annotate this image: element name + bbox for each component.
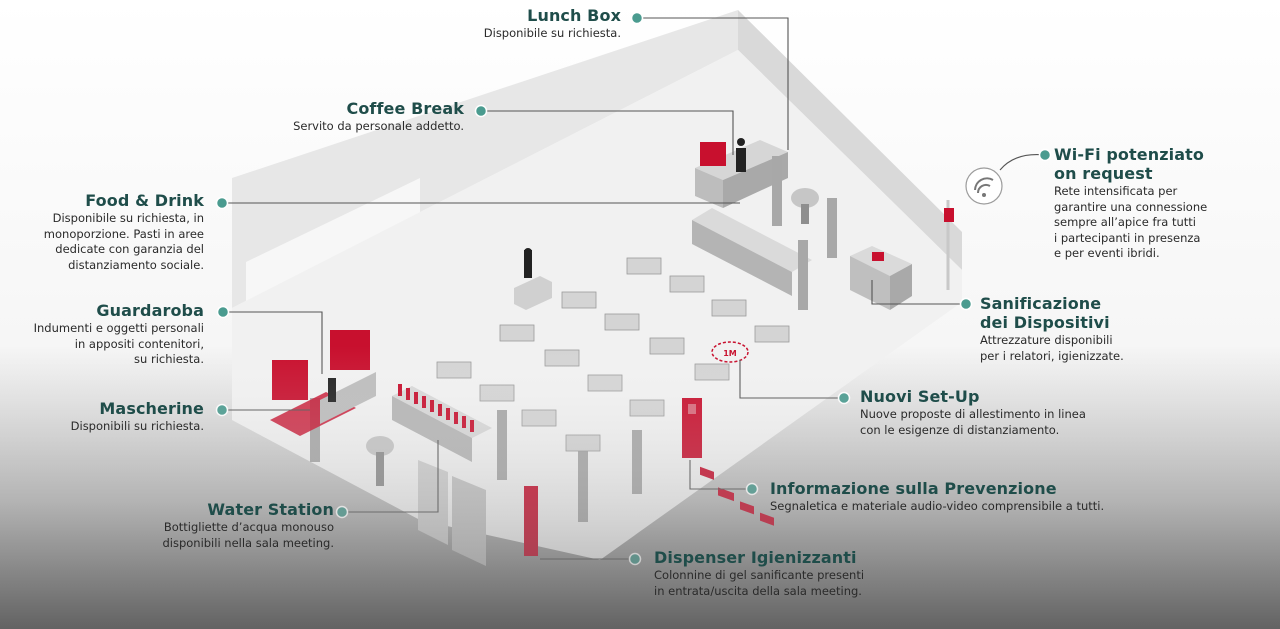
callout-title: Wi-Fi potenziato on request [1054, 145, 1204, 183]
callout-mascherine: Mascherine Disponibili su richiesta. [71, 399, 204, 435]
callout-wifi: Wi-Fi potenziato on request Rete intensi… [1054, 145, 1207, 262]
callout-title: Coffee Break [346, 99, 464, 118]
callout-description: Colonnine di gel sanificante presenti in… [654, 568, 865, 598]
callout-nuovi-setup: Nuovi Set-Up Nuove proposte di allestime… [860, 387, 1086, 438]
callout-coffee-break: Coffee Break Servito da personale addett… [293, 99, 464, 135]
callout-description: Attrezzature disponibili per i relatori,… [980, 333, 1124, 363]
callout-title: Nuovi Set-Up [860, 387, 980, 406]
callout-title: Lunch Box [527, 6, 621, 25]
callout-food-drink: Food & Drink Disponibile su richiesta, i… [44, 191, 204, 273]
callout-description: Rete intensificata per garantire una con… [1054, 184, 1208, 260]
callout-description: Disponibile su richiesta. [483, 26, 621, 40]
callout-description: Nuove proposte di allestimento in linea … [860, 407, 1086, 437]
callout-title: Dispenser Igienizzanti [654, 548, 857, 567]
callout-description: Servito da personale addetto. [293, 119, 464, 133]
callout-title: Food & Drink [85, 191, 204, 210]
callout-lunch-box: Lunch Box Disponibile su richiesta. [484, 6, 621, 42]
callout-sanificazione: Sanificazione dei Dispositivi Attrezzatu… [980, 294, 1124, 364]
callout-title: Water Station [207, 500, 334, 519]
callout-title: Informazione sulla Prevenzione [770, 479, 1057, 498]
callout-guardaroba: Guardaroba Indumenti e oggetti personali… [34, 301, 204, 368]
callout-description: Indumenti e oggetti personali in apposit… [33, 321, 204, 366]
callout-description: Segnaletica e materiale audio-video comp… [770, 499, 1105, 513]
callout-title: Guardaroba [96, 301, 204, 320]
callout-informazione: Informazione sulla Prevenzione Segnaleti… [770, 479, 1104, 515]
callout-description: Disponibile su richiesta, in monoporzion… [43, 211, 204, 272]
callout-description: Disponibili su richiesta. [70, 419, 204, 433]
callout-description: Bottigliette d’acqua monouso disponibili… [162, 520, 334, 550]
callout-title: Sanificazione dei Dispositivi [980, 294, 1110, 332]
callout-dispenser: Dispenser Igienizzanti Colonnine di gel … [654, 548, 864, 599]
callout-title: Mascherine [99, 399, 204, 418]
callout-water-station: Water Station Bottigliette d’acqua monou… [162, 500, 334, 551]
